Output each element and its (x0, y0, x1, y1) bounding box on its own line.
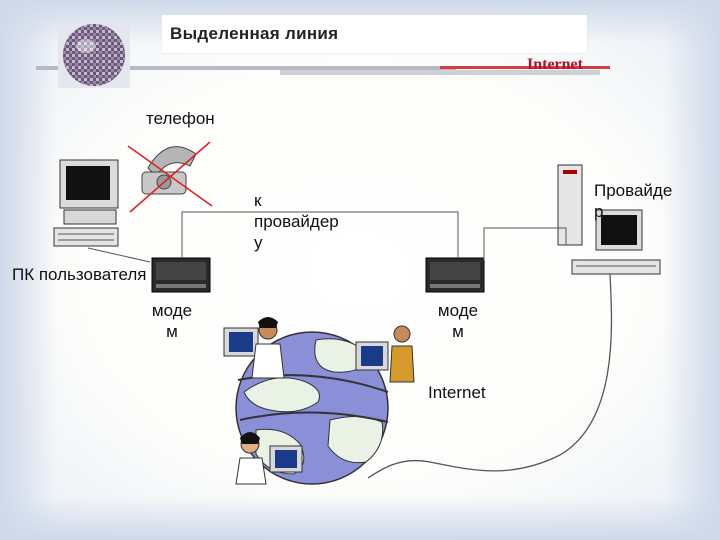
person-woman-computer-icon (223, 317, 285, 379)
modem-right-line-2: м (452, 322, 464, 341)
provider-internet-cable (367, 273, 613, 479)
user-computer-icon (53, 159, 119, 247)
cross-line-2 (129, 141, 211, 213)
slide-title: Выделенная линия (170, 24, 339, 43)
modem-right-icon (425, 257, 485, 293)
person-woman-2-computer-icon (235, 432, 303, 485)
modem-left-label: моде м (150, 300, 194, 342)
modem-left-line-2: м (166, 322, 178, 341)
globe-logo-icon (58, 22, 130, 88)
provider-computer-icon (557, 164, 661, 275)
leased-line (181, 211, 459, 258)
title-box (162, 15, 587, 53)
to-provider-line-2: провайдер (254, 212, 339, 231)
modem-to-provider-line (483, 227, 567, 260)
header-bar-gray (36, 66, 456, 70)
person-man-computer-icon (355, 325, 415, 383)
modem-right-label: моде м (436, 300, 480, 342)
to-provider-line-1: к (254, 191, 262, 210)
cross-line-1 (127, 145, 213, 207)
pc-to-modem-line (87, 247, 151, 263)
user-pc-label: ПК пользователя (12, 265, 147, 284)
modem-left-line-1: моде (151, 301, 193, 320)
internet-header-label: Internet (527, 56, 583, 73)
modem-right-line-1: моде (437, 301, 479, 320)
header-bar-gray-2 (280, 70, 600, 75)
header-bar-red (440, 66, 610, 69)
to-provider-line-3: у (254, 233, 263, 252)
provider-line-1: Провайде (594, 181, 673, 200)
provider-label: Провайде р (594, 180, 672, 222)
provider-line-2: р (594, 202, 604, 221)
modem-left-icon (151, 257, 211, 293)
phone-label: телефон (146, 109, 215, 128)
phone-icon (141, 146, 197, 195)
to-provider-label: к провайдер у (254, 190, 339, 253)
internet-globe-label: Internet (428, 383, 486, 402)
